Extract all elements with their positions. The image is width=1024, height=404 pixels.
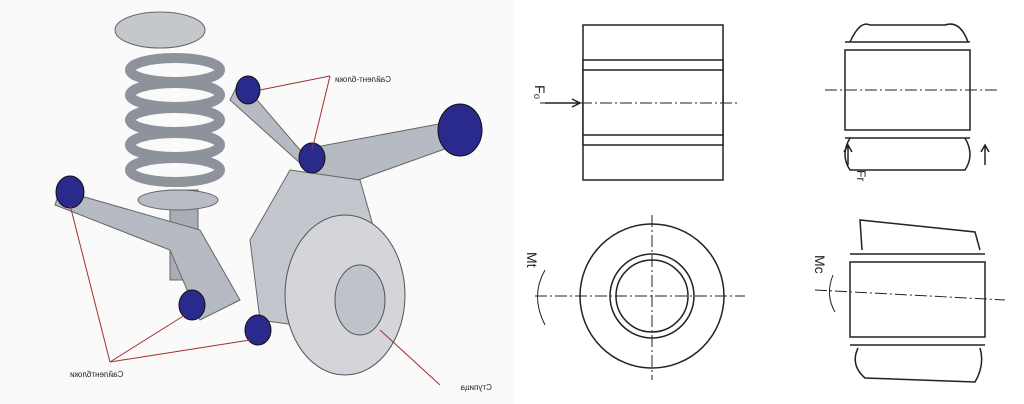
force-arrow-icon xyxy=(843,143,853,165)
moment-arrow-icon xyxy=(829,274,836,313)
bushings xyxy=(55,75,483,346)
bushing xyxy=(298,142,326,174)
label-silentblocks-top: Сайлент-блоки xyxy=(335,75,391,84)
strut-top-mount xyxy=(114,11,206,49)
bushing xyxy=(244,314,272,346)
radial-force-label: Fr xyxy=(854,170,868,181)
leader-lines xyxy=(69,75,441,386)
axial-view xyxy=(540,24,740,181)
torsion-moment-label: Mt xyxy=(524,252,540,268)
axial-force-label: F₀ xyxy=(532,85,548,100)
bushing xyxy=(55,175,85,209)
strut xyxy=(114,11,225,281)
cardanic-view xyxy=(814,219,1006,383)
torsion-view xyxy=(535,215,745,380)
lower-arm xyxy=(54,189,241,321)
wheel-hub xyxy=(334,264,386,336)
bushing-load-drawings: F₀ Fr Mt Mc xyxy=(515,0,1024,404)
suspension-svg: Сайлент-блоки Сайлентблоки Ступица xyxy=(54,11,492,392)
bushing xyxy=(437,103,483,157)
suspension-illustration: Сайлент-блоки Сайлентблоки Ступица xyxy=(54,11,492,392)
force-arrow-icon xyxy=(545,98,582,108)
upper-arm xyxy=(229,79,471,191)
drawings-svg: F₀ Fr Mt Mc xyxy=(524,23,1006,383)
spring-seat xyxy=(137,189,219,211)
bushing xyxy=(235,75,261,105)
coil-spring xyxy=(125,53,225,187)
radial-view xyxy=(825,23,1000,171)
label-silentblocks-bottom: Сайлентблоки xyxy=(70,370,123,379)
label-hub: Ступица xyxy=(460,383,492,392)
moment-arrow-icon xyxy=(537,269,546,326)
cardanic-moment-label: Mc xyxy=(812,255,828,274)
bushing xyxy=(178,289,206,321)
center-line xyxy=(814,289,1006,301)
force-arrow-icon xyxy=(980,143,990,165)
